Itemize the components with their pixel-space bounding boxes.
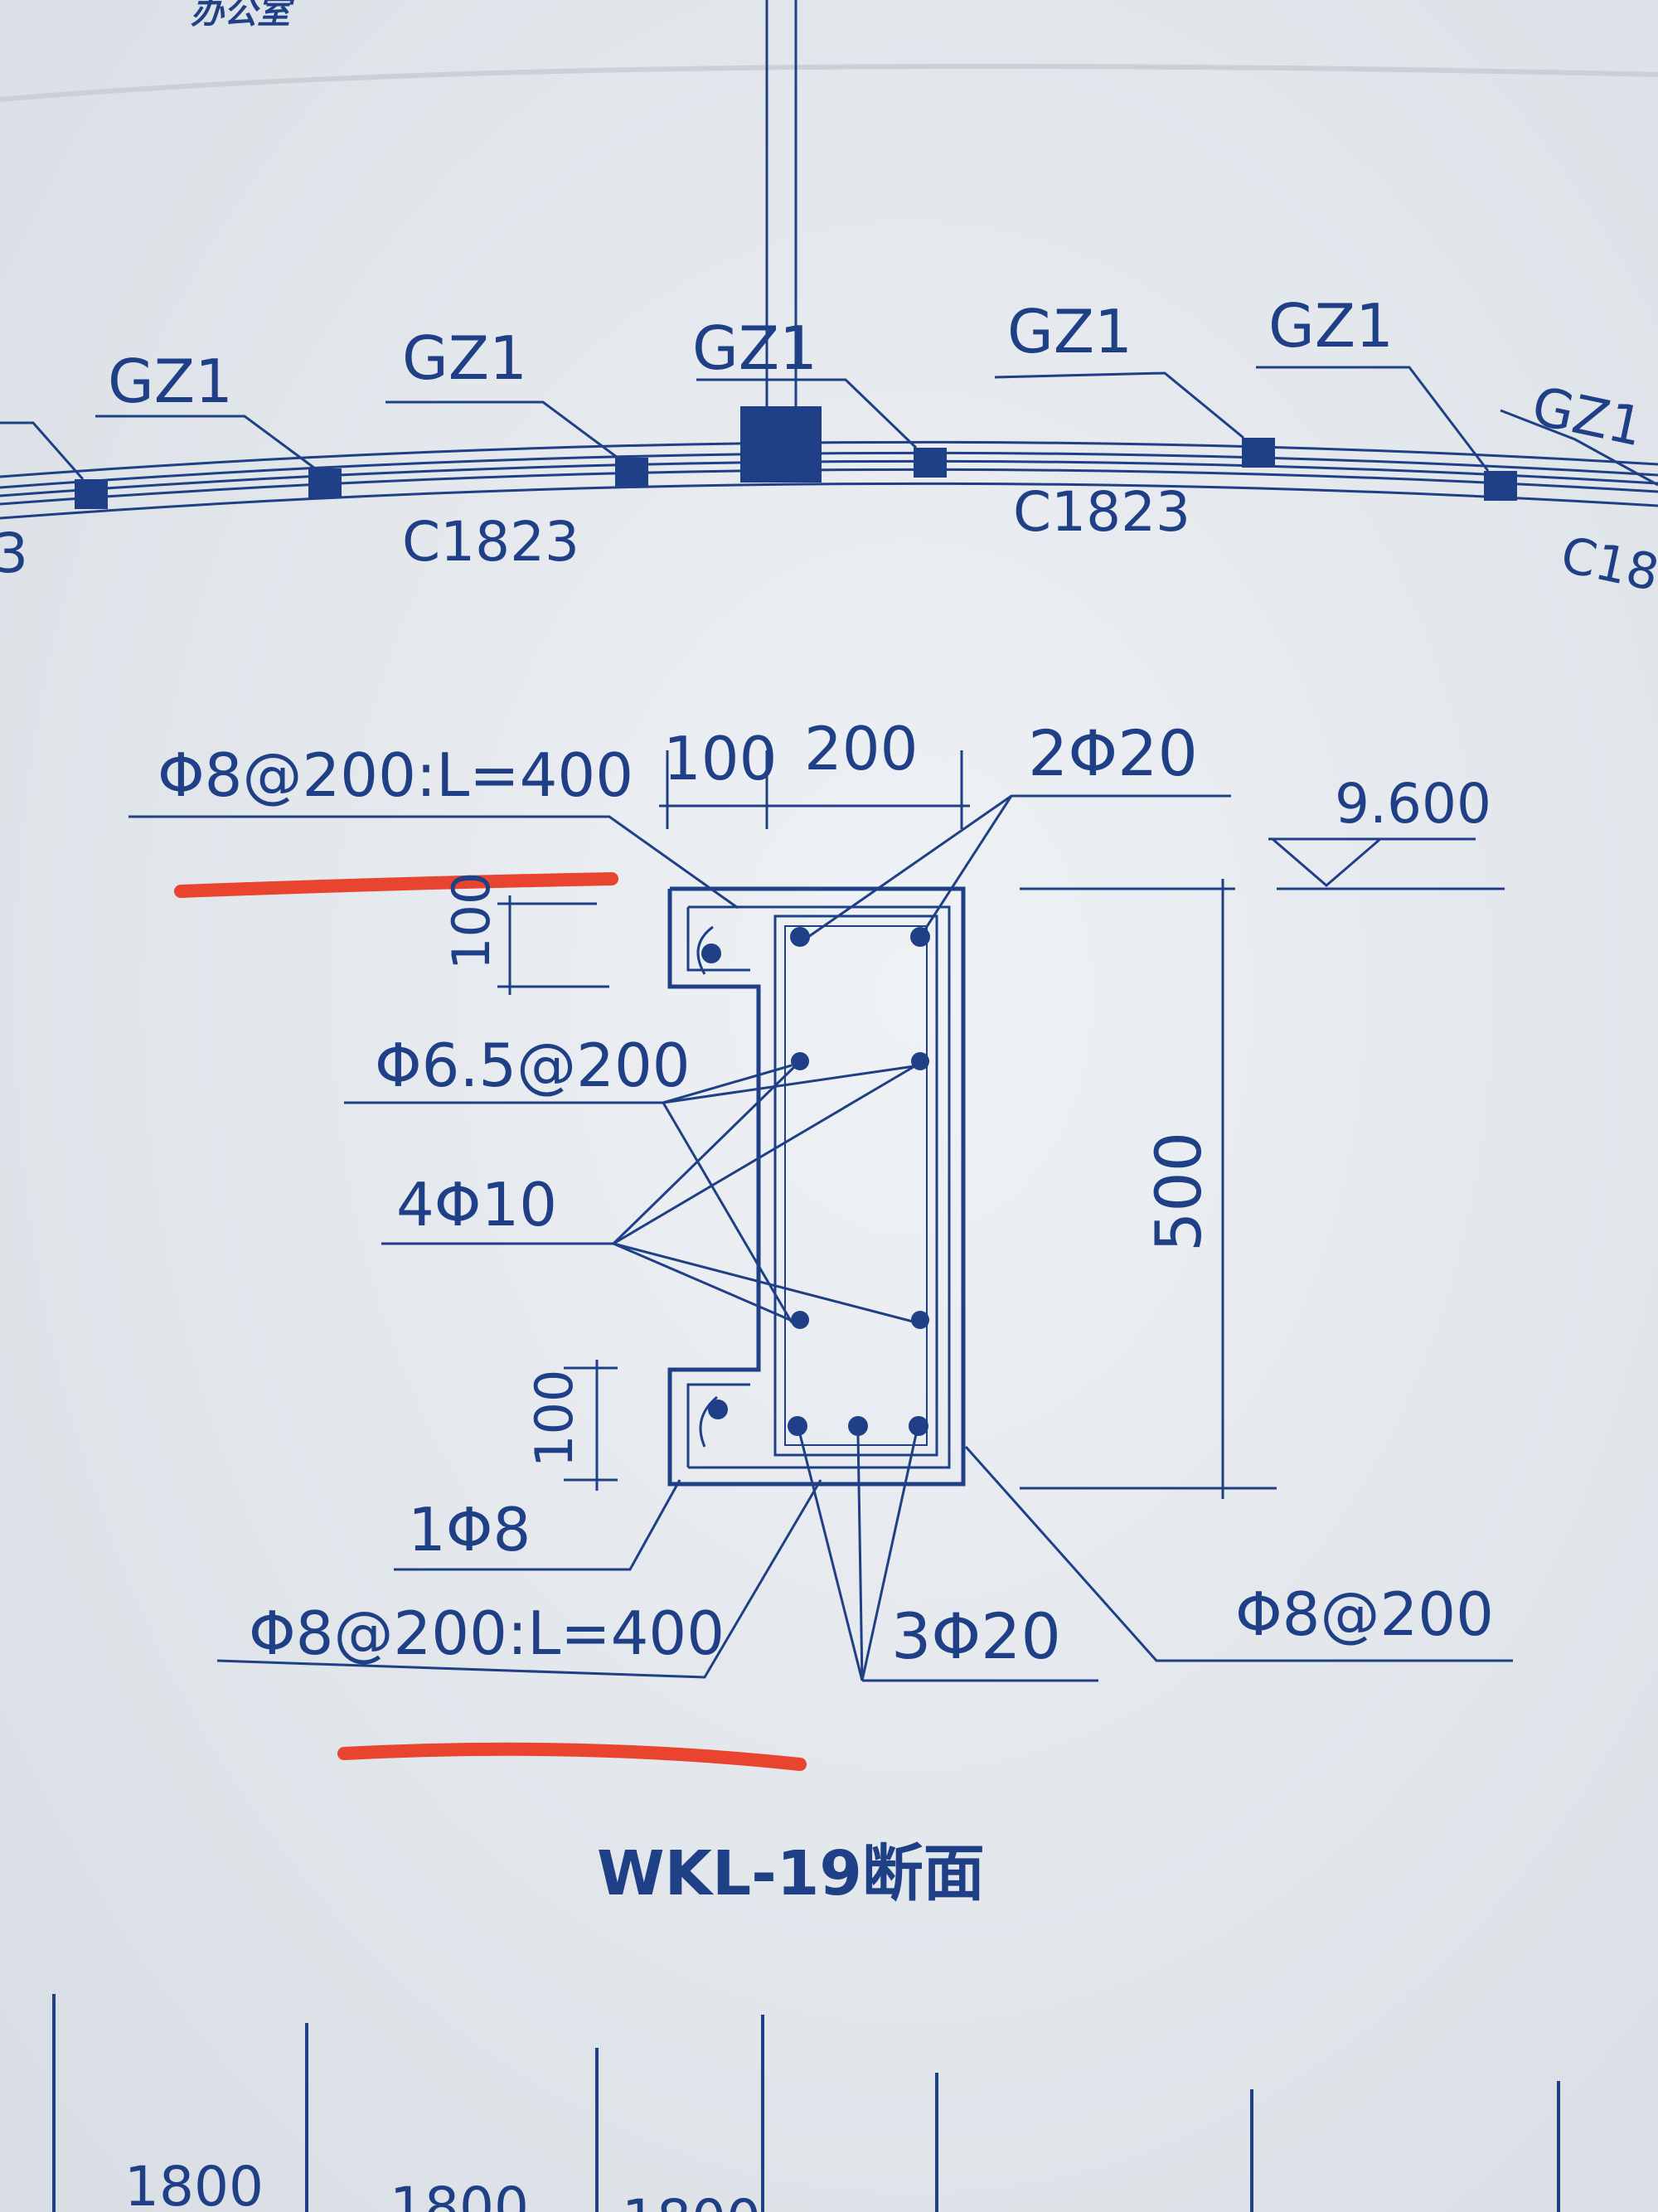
column-label: GZ1 (1007, 297, 1132, 366)
section-title: WKL-19断面 (597, 1838, 985, 1909)
rebar-dot (911, 1311, 929, 1329)
axis-ticks (52, 1994, 1560, 2212)
axis-dimension: 1800 (622, 2188, 761, 2212)
column-label: GZ1 (402, 323, 527, 393)
elevation-marker (1268, 837, 1505, 890)
paper-fold (0, 64, 1658, 102)
window-label: C1823 (402, 510, 579, 574)
rebar-dot (701, 943, 721, 963)
rebar-dot (791, 1311, 809, 1329)
rebar-dot (790, 927, 810, 947)
rebar-label: Φ8@200 (1235, 1579, 1494, 1649)
beam-outline (667, 886, 966, 1487)
rebar-label: Φ8@200:L=400 (249, 1598, 725, 1668)
axis-dimension: 1800 (124, 2155, 264, 2212)
rebar-dot (848, 1416, 868, 1436)
plan-leaders (0, 366, 1658, 487)
column-gz1 (1242, 438, 1275, 468)
column-label: GZ1 (1268, 291, 1394, 361)
dimension-label: 500 (1142, 1132, 1215, 1252)
column-label: GZ1 (108, 347, 233, 416)
dimension-label: 100 (663, 724, 777, 793)
rebar-dot (909, 1416, 928, 1436)
rebar-label: Φ8@200:L=400 (158, 740, 633, 810)
rebar-label: 2Φ20 (1028, 716, 1198, 790)
section-labels: Φ8@200:L=400 100 200 2Φ20 9.600 100 Φ6.5… (158, 714, 1494, 1909)
rebar-dot (708, 1399, 728, 1419)
highlight-marks (174, 872, 807, 1771)
window-label: 3 (0, 521, 28, 585)
highlight-underline (174, 872, 618, 898)
dimension-lines (497, 750, 1277, 1499)
rebar-label: 3Φ20 (891, 1599, 1061, 1673)
column-gz1 (75, 479, 108, 509)
dimension-label: 100 (524, 1370, 584, 1467)
rebar-label: Φ6.5@200 (375, 1031, 691, 1100)
window-label: C1823 (1013, 480, 1190, 544)
axis-dimension-labels: 1800 1800 1800 (124, 2155, 761, 2212)
column-gz1 (914, 448, 947, 478)
rebar-label: 1Φ8 (408, 1495, 531, 1564)
dimension-label: 200 (804, 714, 918, 783)
highlight-underline (337, 1742, 807, 1771)
column-gz1 (308, 468, 342, 498)
elevation-label: 9.600 (1335, 772, 1491, 836)
rebar-dot (788, 1416, 807, 1436)
column-gz1 (1484, 471, 1517, 501)
plan-labels: GZ1 GZ1 GZ1 GZ1 GZ1 GZ1 C1823 C1823 C182… (0, 291, 1658, 616)
rebar-label: 4Φ10 (396, 1170, 557, 1239)
plan-columns (75, 406, 1517, 509)
column-label: GZ1 (692, 313, 817, 383)
plan-wall (0, 0, 1658, 520)
column-gz1 (615, 458, 648, 488)
dimension-label: 100 (441, 872, 502, 970)
header-scrawl: 办公室 (191, 0, 295, 32)
column-main (740, 406, 822, 483)
axis-dimension: 1800 (390, 2176, 529, 2212)
rebar-leaders (128, 794, 1513, 1682)
